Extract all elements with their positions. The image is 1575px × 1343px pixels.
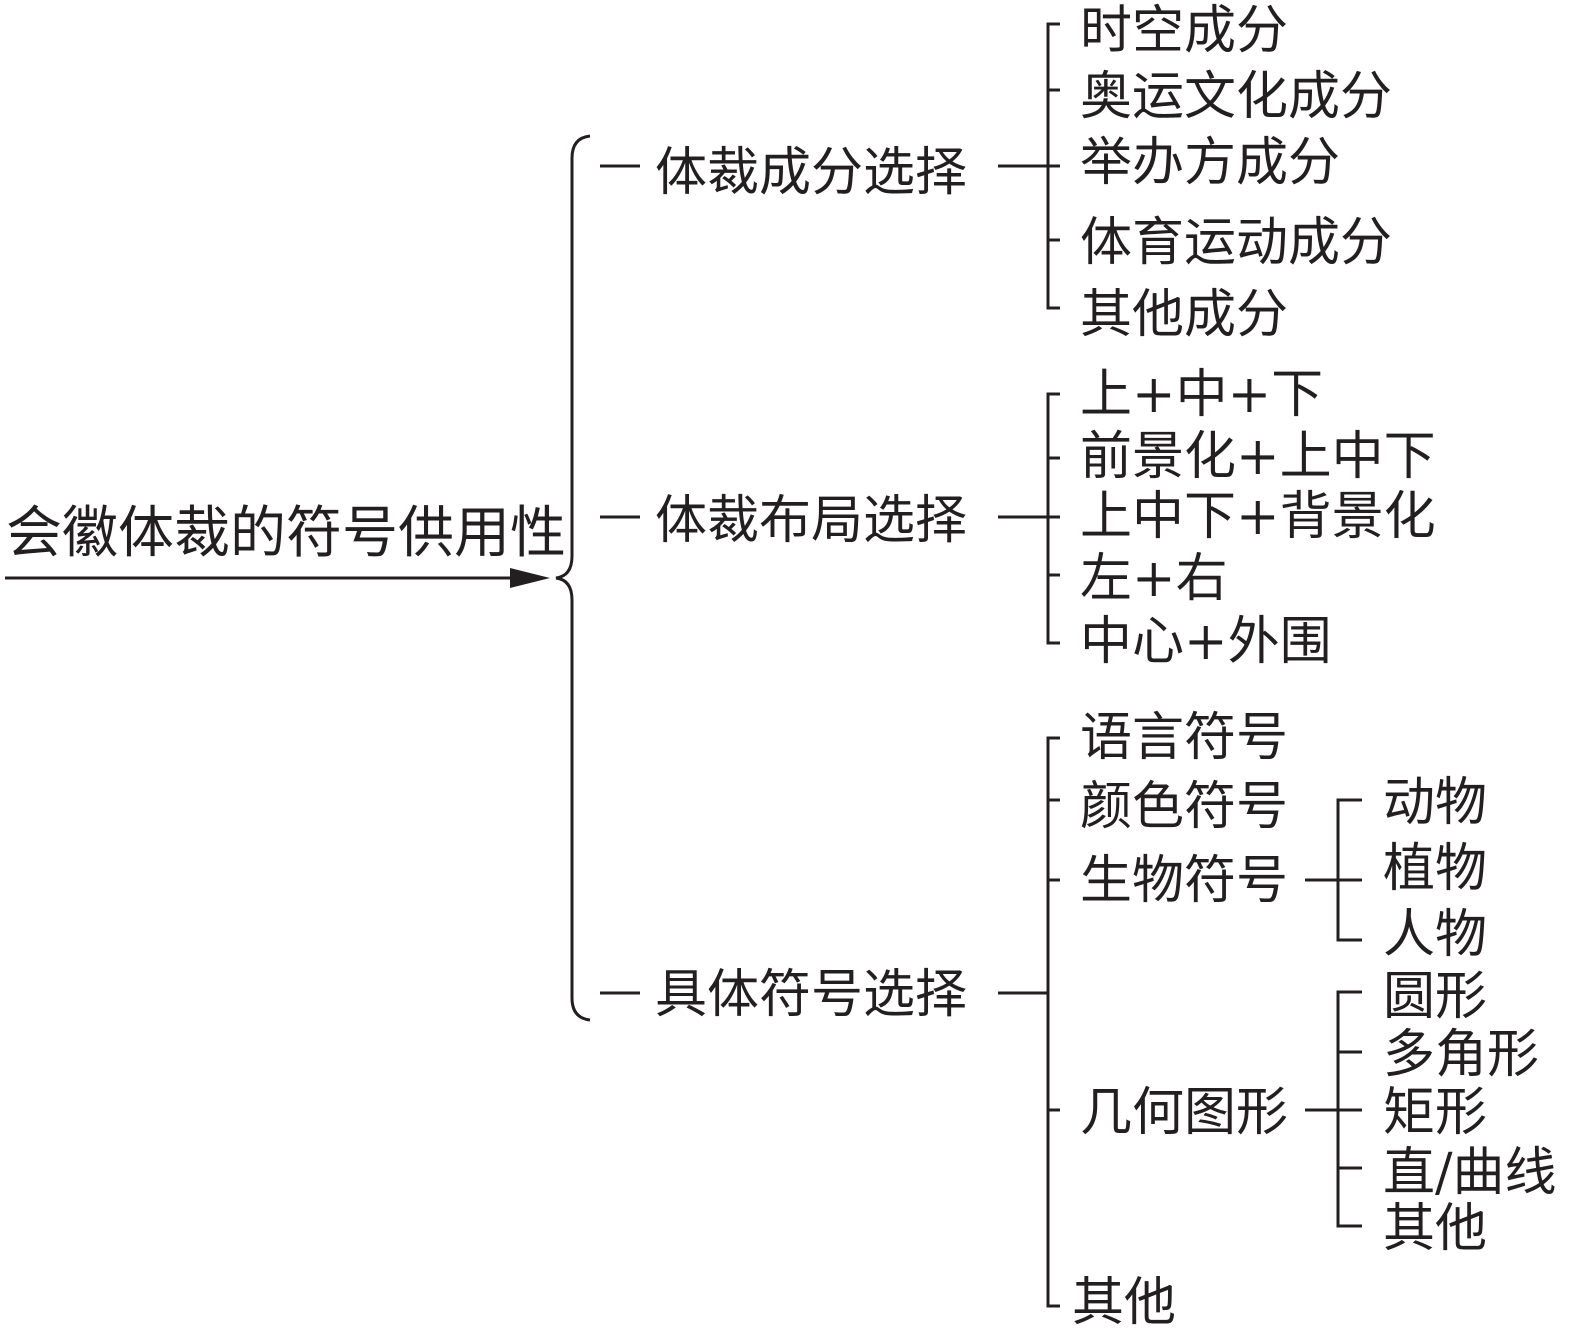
composition-item: 奥运文化成分 xyxy=(1080,67,1392,127)
layout-item: 上中下+背景化 xyxy=(1080,487,1436,547)
bio-bracket xyxy=(1336,798,1362,942)
layout-item: 左+右 xyxy=(1080,549,1228,609)
geo-item: 多角形 xyxy=(1383,1025,1539,1085)
composition-item: 其他成分 xyxy=(1080,285,1288,345)
composition-item: 体育运动成分 xyxy=(1080,213,1392,273)
symbol-item: 生物符号 xyxy=(1080,851,1288,911)
layout-item: 前景化+上中下 xyxy=(1080,427,1436,487)
branch-3-bracket xyxy=(1046,736,1060,1308)
bio-item: 动物 xyxy=(1383,773,1487,833)
geo-item: 其他 xyxy=(1383,1199,1487,1259)
geo-item: 直/曲线 xyxy=(1383,1143,1557,1203)
symbol-item: 语言符号 xyxy=(1080,708,1288,768)
main-brace xyxy=(555,134,591,1022)
symbol-item: 其他 xyxy=(1072,1273,1176,1333)
bio-item: 植物 xyxy=(1383,839,1487,899)
symbol-item: 颜色符号 xyxy=(1080,777,1288,837)
root-label: 会徽体裁的符号供用性 xyxy=(6,501,566,566)
geo-item: 矩形 xyxy=(1383,1083,1487,1143)
composition-item: 时空成分 xyxy=(1080,1,1288,61)
branch-label-layout: 体裁布局选择 xyxy=(655,491,967,551)
root-arrow-head xyxy=(510,568,550,588)
geo-item: 圆形 xyxy=(1383,967,1487,1027)
layout-item: 上+中+下 xyxy=(1080,365,1323,425)
composition-item: 举办方成分 xyxy=(1080,133,1340,193)
symbol-item: 几何图形 xyxy=(1080,1083,1288,1143)
bio-item: 人物 xyxy=(1383,905,1487,965)
branch-label-symbols: 具体符号选择 xyxy=(655,965,967,1025)
branch-label-composition: 体裁成分选择 xyxy=(655,143,967,203)
layout-item: 中心+外围 xyxy=(1080,612,1332,672)
